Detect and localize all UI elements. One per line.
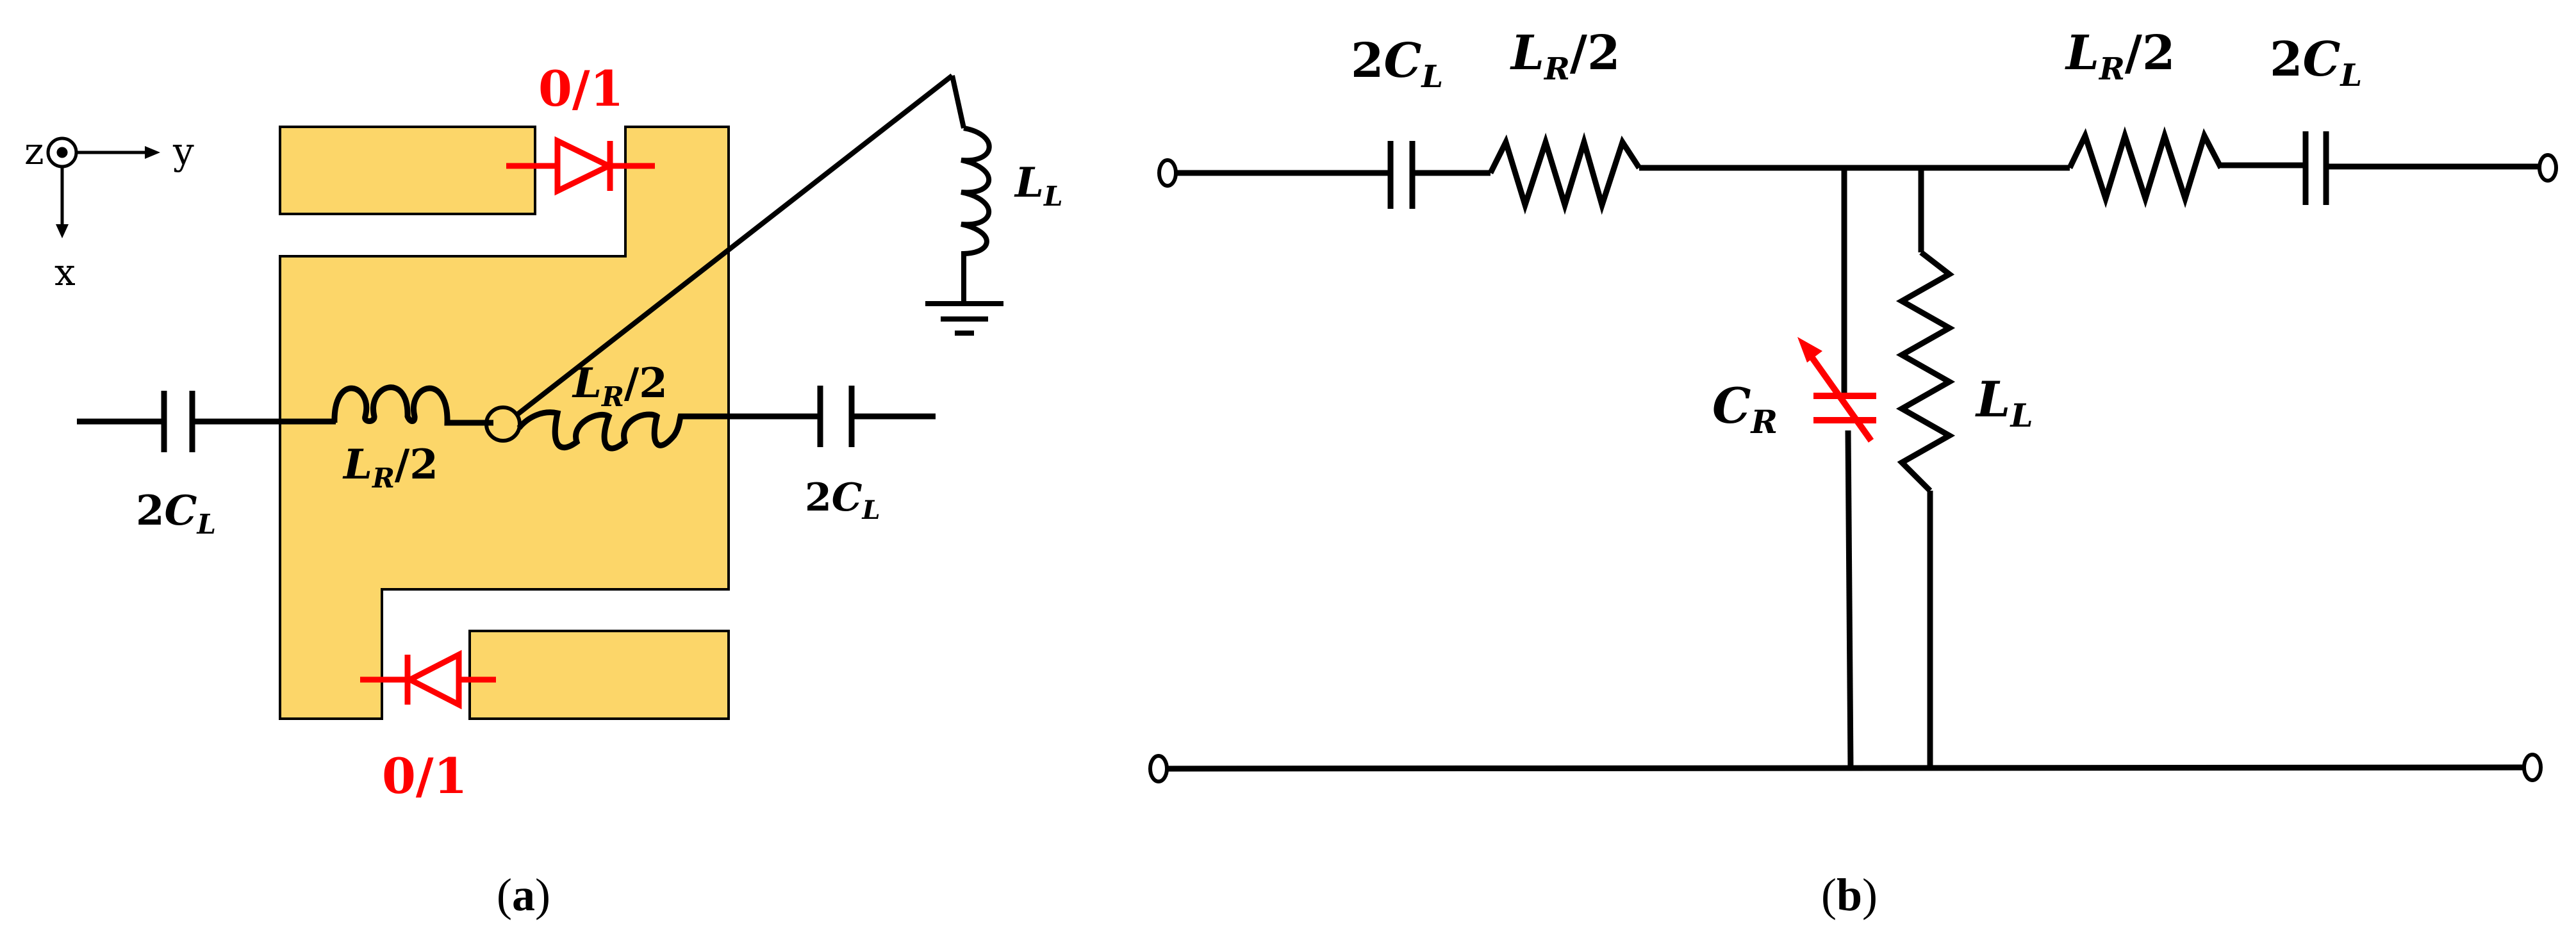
shunt-branch — [515, 73, 1003, 418]
top-diode-icon — [506, 136, 655, 196]
bottom-strip — [468, 630, 730, 720]
right-inductor-icon — [516, 409, 718, 452]
caption-b: (b) — [1821, 869, 1878, 921]
terminal-top-left — [1157, 158, 1178, 188]
panel-b: 2CL LR/2 LR/2 2CL CR LL (b) — [1148, 26, 2558, 921]
shunt-inductor-icon — [961, 126, 992, 301]
panel-a: z y x 0/1 0/1 — [24, 60, 1063, 921]
right-inductor-label: LR/2 — [572, 359, 668, 413]
top-diode-label: 0/1 — [538, 60, 624, 117]
bottom-diode-icon — [360, 650, 496, 710]
left-capacitor-label: 2CL — [136, 487, 216, 540]
right-capacitor-label: 2CL — [805, 475, 880, 525]
axis-indicator — [46, 136, 160, 238]
left-resistor-label: LR/2 — [1510, 26, 1620, 87]
left-capacitor-icon — [77, 391, 336, 452]
top-line — [1177, 126, 2539, 215]
right-resistor-label: LR/2 — [2065, 26, 2175, 87]
terminal-bottom-right — [2522, 753, 2543, 782]
main-patch — [279, 126, 730, 720]
caption-a: (a) — [497, 869, 550, 921]
top-strip — [279, 126, 536, 215]
left-resistor-icon — [1487, 132, 1642, 215]
shunt-inductor-icon-b — [1895, 168, 1956, 769]
left-capacitor-label-b: 2CL — [1351, 33, 1443, 95]
right-resistor-icon — [2067, 126, 2224, 208]
variable-capacitor-icon — [1797, 337, 1876, 443]
metal-patch — [279, 126, 730, 720]
y-axis-label: y — [172, 129, 194, 173]
terminal-top-right — [2538, 153, 2558, 183]
x-axis-label: x — [54, 250, 76, 294]
terminal-bottom-left — [1148, 754, 1169, 783]
variable-capacitor-label: CR — [1712, 377, 1778, 441]
shunt-inductor-label-b: LL — [1975, 371, 2033, 434]
bottom-line — [1167, 764, 2524, 772]
left-inductor-icon — [331, 384, 493, 426]
terminals — [1148, 153, 2558, 783]
left-inductor-label: LR/2 — [342, 441, 438, 494]
shunt-inductor-label: LL — [1014, 159, 1063, 212]
right-capacitor-label-b: 2CL — [2270, 32, 2362, 94]
bottom-diode-label: 0/1 — [382, 748, 468, 805]
right-capacitor-icon — [718, 386, 936, 447]
z-axis-label: z — [24, 129, 44, 173]
variable-capacitor-branch — [1841, 168, 1854, 769]
